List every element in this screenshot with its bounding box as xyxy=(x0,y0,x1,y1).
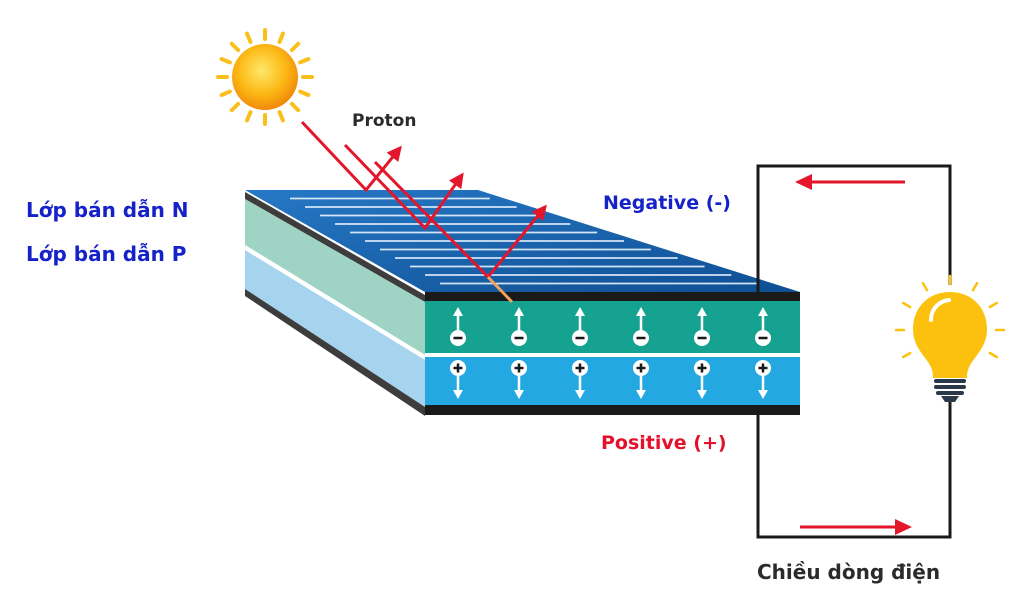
current-arrow-top xyxy=(795,174,905,190)
negative-charge-carrier xyxy=(572,307,588,346)
positive-charge-carrier xyxy=(450,360,466,399)
current-direction-label: Chiều dòng điện xyxy=(757,560,941,584)
panel-front-face xyxy=(425,292,800,415)
positive-charge-carrier xyxy=(511,360,527,399)
positive-charge-carrier xyxy=(572,360,588,399)
n-layer-label: Lớp bán dẫn N xyxy=(26,198,189,222)
negative-charge-carrier xyxy=(450,307,466,346)
positive-terminal-label: Positive (+) xyxy=(601,432,727,454)
n-layer xyxy=(425,301,800,353)
panel-side-face xyxy=(245,192,425,416)
top-contact-layer xyxy=(425,292,800,301)
panel-top-surface xyxy=(245,190,800,292)
bottom-contact-layer xyxy=(425,405,800,415)
p-layer-label: Lớp bán dẫn P xyxy=(26,242,187,266)
external-circuit xyxy=(756,164,952,539)
negative-charge-carrier xyxy=(694,307,710,346)
negative-charge-carrier xyxy=(755,307,771,346)
positive-charge-carrier xyxy=(755,360,771,399)
proton-label: Proton xyxy=(352,111,417,131)
positive-charge-carrier xyxy=(633,360,649,399)
negative-charge-carrier xyxy=(633,307,649,346)
p-layer xyxy=(425,357,800,405)
negative-terminal-label: Negative (-) xyxy=(603,192,731,214)
current-arrow-bottom xyxy=(800,519,912,535)
negative-charge-carrier xyxy=(511,307,527,346)
photon-rays xyxy=(300,120,547,304)
positive-charge-carrier xyxy=(694,360,710,399)
light-bulb-icon xyxy=(894,274,1006,402)
sun-icon xyxy=(216,28,314,126)
